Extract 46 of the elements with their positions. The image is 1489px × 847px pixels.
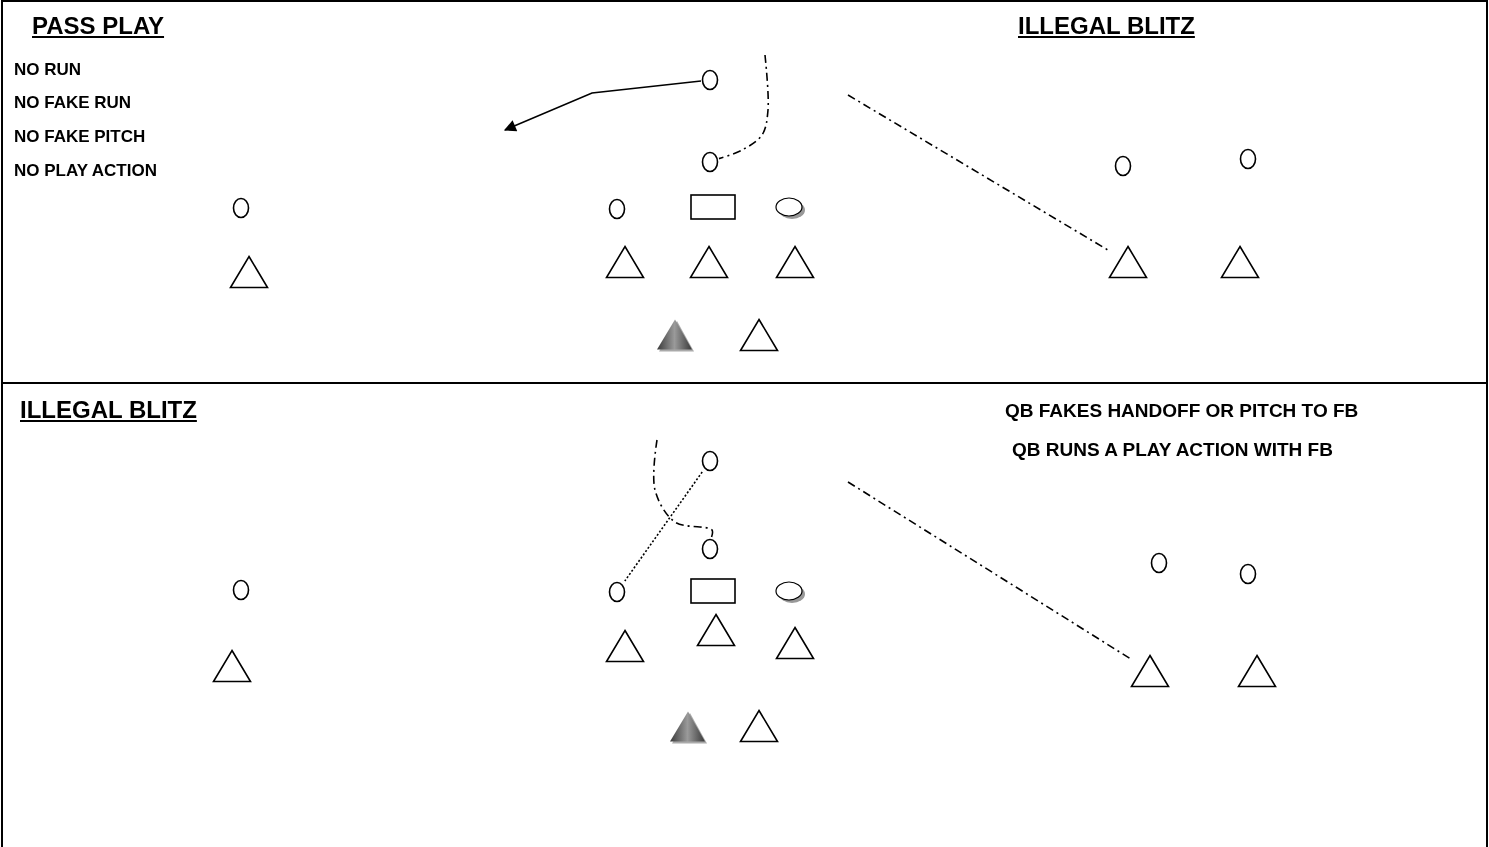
center-rectangle xyxy=(690,194,736,220)
player-circle xyxy=(1239,563,1257,585)
player-triangle xyxy=(1220,245,1260,279)
play-note: QB FAKES HANDOFF OR PITCH TO FB xyxy=(1005,400,1359,422)
play-heading: ILLEGAL BLITZ xyxy=(20,396,197,424)
play-heading: PASS PLAY xyxy=(32,12,165,40)
route-line xyxy=(847,481,1131,660)
shaded-ellipse xyxy=(774,580,806,604)
player-circle xyxy=(701,69,719,91)
player-triangle xyxy=(1108,245,1148,279)
player-triangle xyxy=(605,245,645,279)
player-triangle xyxy=(1130,654,1170,688)
player-triangle xyxy=(689,245,729,279)
player-circle xyxy=(1114,155,1132,177)
player-circle xyxy=(232,579,250,601)
player-circle xyxy=(608,581,626,603)
player-circle xyxy=(701,538,719,560)
player-circle xyxy=(608,198,626,220)
player-circle xyxy=(701,151,719,173)
route-arrow xyxy=(503,80,702,132)
play-heading: ILLEGAL BLITZ xyxy=(1018,12,1195,40)
player-triangle xyxy=(1237,654,1277,688)
play-note: NO FAKE RUN xyxy=(14,93,132,113)
shaded-ellipse xyxy=(774,196,806,220)
route-line xyxy=(718,54,770,160)
play-note: NO FAKE PITCH xyxy=(14,127,146,147)
play-note: NO RUN xyxy=(14,60,82,80)
player-triangle xyxy=(739,318,779,352)
player-circle xyxy=(1150,552,1168,574)
player-triangle xyxy=(229,255,269,289)
player-triangle xyxy=(739,709,779,743)
player-circle xyxy=(232,197,250,219)
player-triangle xyxy=(605,629,645,663)
route-line xyxy=(624,471,703,582)
player-triangle xyxy=(775,245,815,279)
shaded-triangle xyxy=(655,318,695,352)
player-triangle xyxy=(696,613,736,647)
player-triangle xyxy=(775,626,815,660)
player-circle xyxy=(701,450,719,472)
player-circle xyxy=(1239,148,1257,170)
center-rectangle xyxy=(690,578,736,604)
play-note: NO PLAY ACTION xyxy=(14,161,157,181)
player-triangle xyxy=(212,649,252,683)
route-line xyxy=(847,94,1109,251)
shaded-triangle xyxy=(668,710,708,744)
play-note: QB RUNS A PLAY ACTION WITH FB xyxy=(1012,439,1333,461)
